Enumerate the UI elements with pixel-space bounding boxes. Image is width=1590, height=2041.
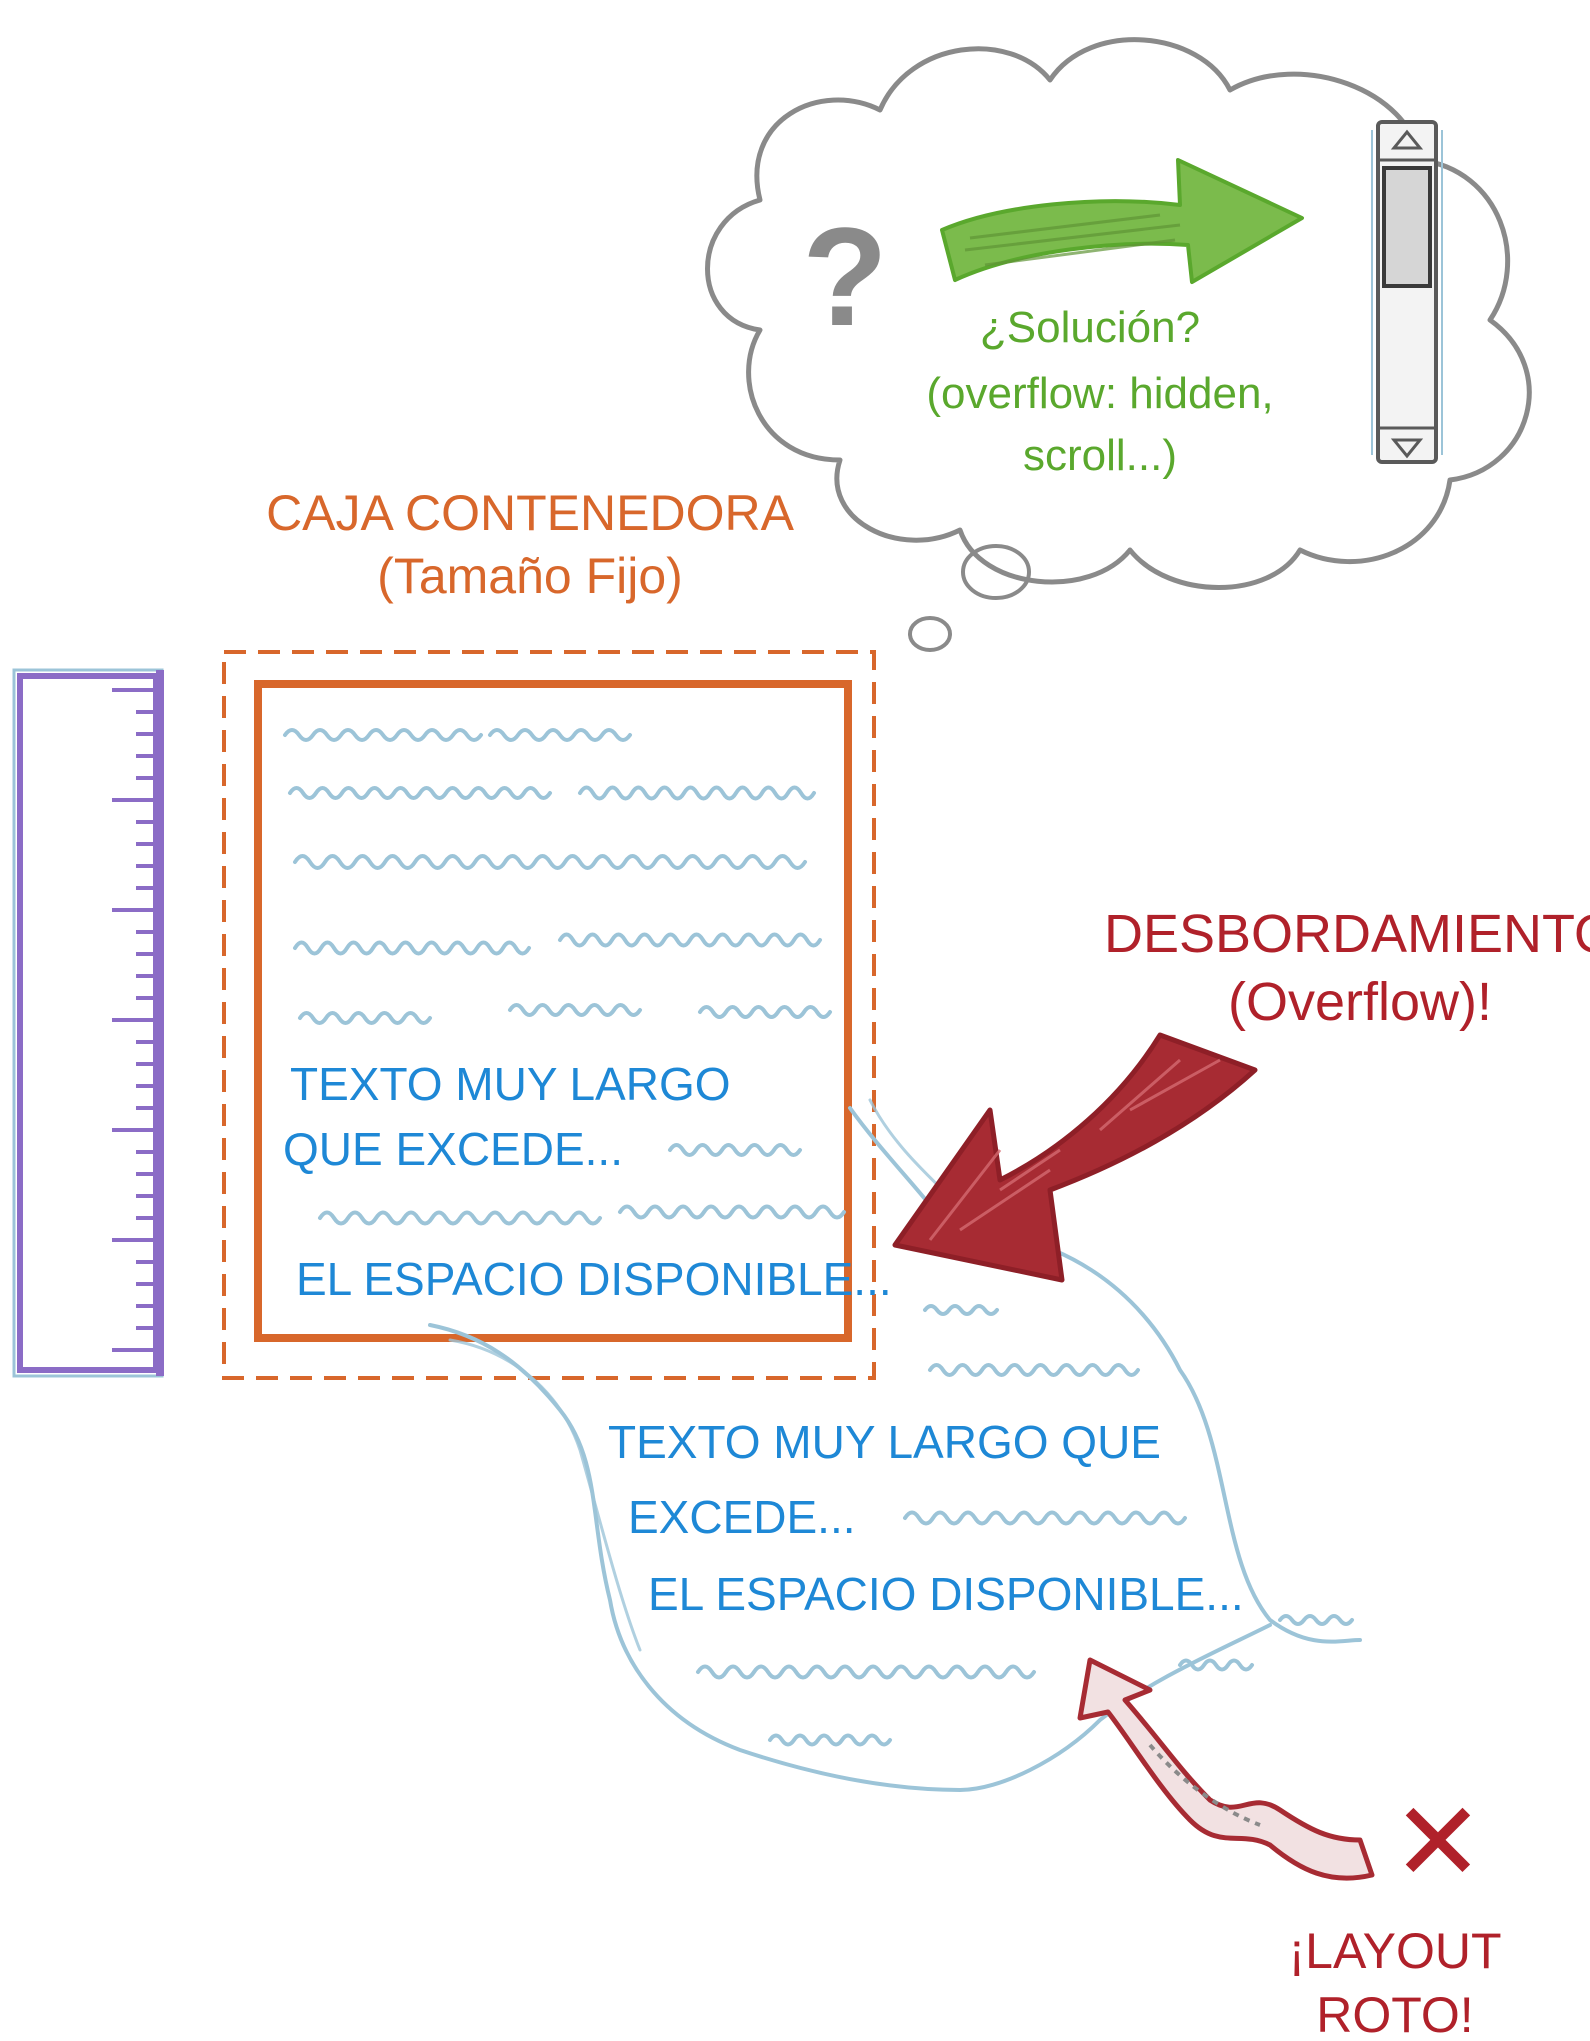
broken-label-line-1: ¡LAYOUT <box>1289 1923 1502 1979</box>
overflow-text-squiggles <box>696 1304 1354 1747</box>
squiggle-line <box>923 1304 999 1316</box>
inner-text-line-1: TEXTO MUY LARGO <box>290 1058 731 1110</box>
broken-label-line-2: ROTO! <box>1316 1987 1473 2041</box>
container-solid-border <box>254 680 852 1342</box>
thought-bubble-small <box>908 616 952 652</box>
container-box <box>222 650 876 1380</box>
squiggle-line <box>293 854 807 870</box>
thought-cloud: ? ¿Solución? (overflow: hidden, scroll..… <box>705 37 1532 652</box>
solution-arrow-hatch <box>964 213 1181 267</box>
squiggle-line <box>768 1733 892 1747</box>
placeholder-text-squiggles <box>283 728 846 1226</box>
squiggle-line <box>903 1510 1187 1526</box>
overflow-text-line-3: EL ESPACIO DISPONIBLE... <box>648 1568 1244 1620</box>
broken-arrow-icon <box>1077 1657 1375 1881</box>
inner-text-line-2: QUE EXCEDE... <box>283 1123 623 1175</box>
squiggle-line <box>488 728 632 742</box>
scrollbar-icon <box>1371 120 1443 464</box>
solution-line-2: (overflow: hidden, <box>926 369 1273 418</box>
container-dashed-outline <box>222 650 876 1380</box>
squiggle-line <box>696 1664 1036 1680</box>
squiggle-line <box>288 786 552 800</box>
squiggle-line <box>558 932 822 948</box>
overflow-text-line-2: EXCEDE... <box>628 1491 856 1543</box>
squiggle-line <box>318 1210 602 1226</box>
question-mark-icon: ? <box>802 198 888 355</box>
container-title: CAJA CONTENEDORA <box>266 485 795 541</box>
broken-x-icon: ✕ <box>1392 1781 1484 1904</box>
ruler-icon <box>12 668 164 1378</box>
squiggle-line <box>293 940 531 956</box>
squiggle-line <box>618 1204 846 1220</box>
inner-text-line-3: EL ESPACIO DISPONIBLE... <box>296 1253 892 1305</box>
squiggle-line <box>928 1363 1140 1377</box>
squiggle-line <box>1278 1614 1354 1626</box>
overflow-label-line-1: DESBORDAMIENTO <box>1104 904 1590 964</box>
overflow-text-line-1: TEXTO MUY LARGO QUE <box>608 1416 1161 1468</box>
squiggle-line <box>1178 1658 1254 1672</box>
container-subtitle: (Tamaño Fijo) <box>377 548 683 604</box>
cloud-outline <box>705 37 1532 590</box>
thought-bubble-large <box>961 544 1031 600</box>
solution-line-1: ¿Solución? <box>980 303 1200 352</box>
squiggle-line <box>668 1143 802 1157</box>
solution-line-3: scroll...) <box>1023 431 1177 480</box>
squiggle-line <box>578 785 816 801</box>
overflow-arrow-icon <box>892 1032 1258 1283</box>
squiggle-line <box>698 1005 832 1019</box>
squiggle-line <box>283 728 483 742</box>
squiggle-line <box>508 1003 642 1017</box>
overflow-label-line-2: (Overflow)! <box>1228 972 1492 1032</box>
squiggle-line <box>298 1011 432 1025</box>
